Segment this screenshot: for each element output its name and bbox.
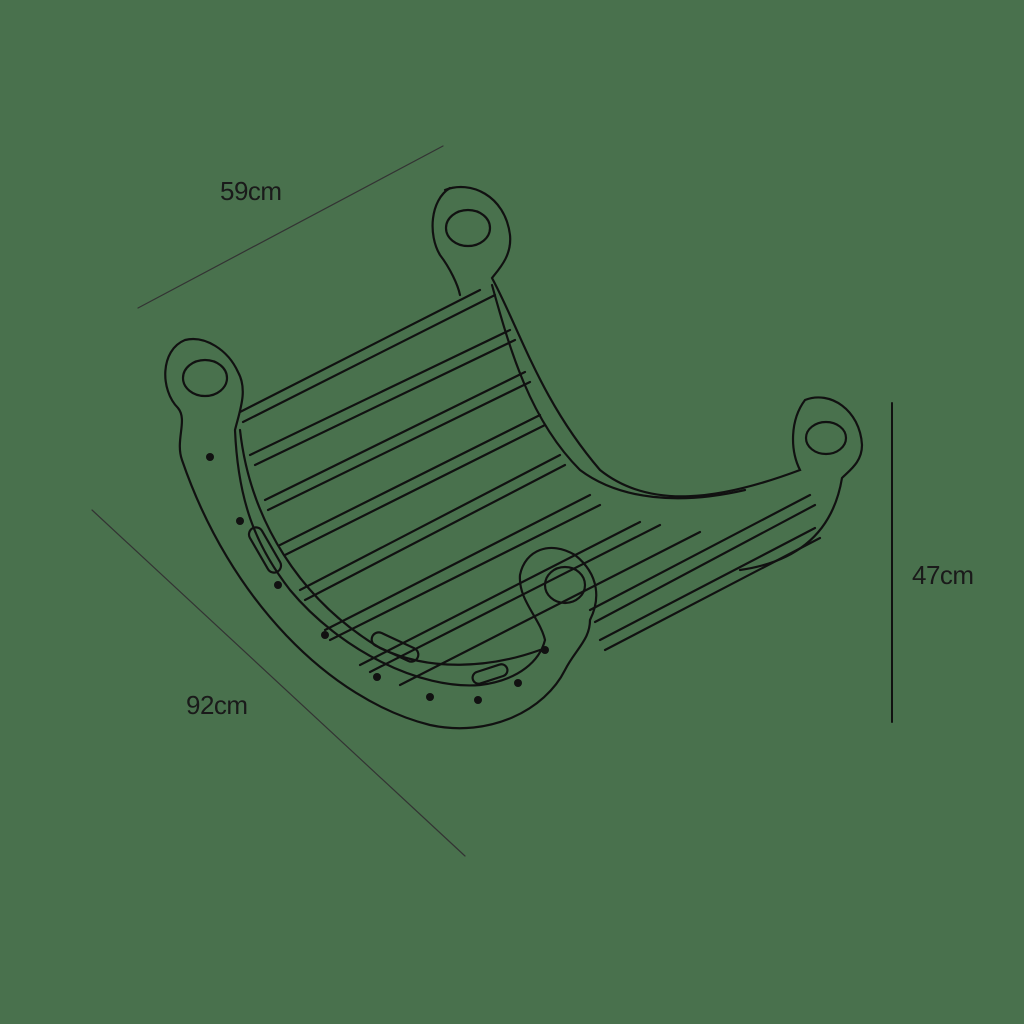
length-label: 92cm — [186, 690, 248, 720]
front-side-panel — [164, 337, 598, 730]
width-label: 59cm — [220, 176, 282, 206]
height-label: 47cm — [912, 560, 974, 590]
length-dimension-line — [91, 509, 466, 857]
slats — [238, 288, 822, 687]
width-dimension-line — [137, 145, 444, 309]
back-side-panel — [431, 185, 864, 572]
